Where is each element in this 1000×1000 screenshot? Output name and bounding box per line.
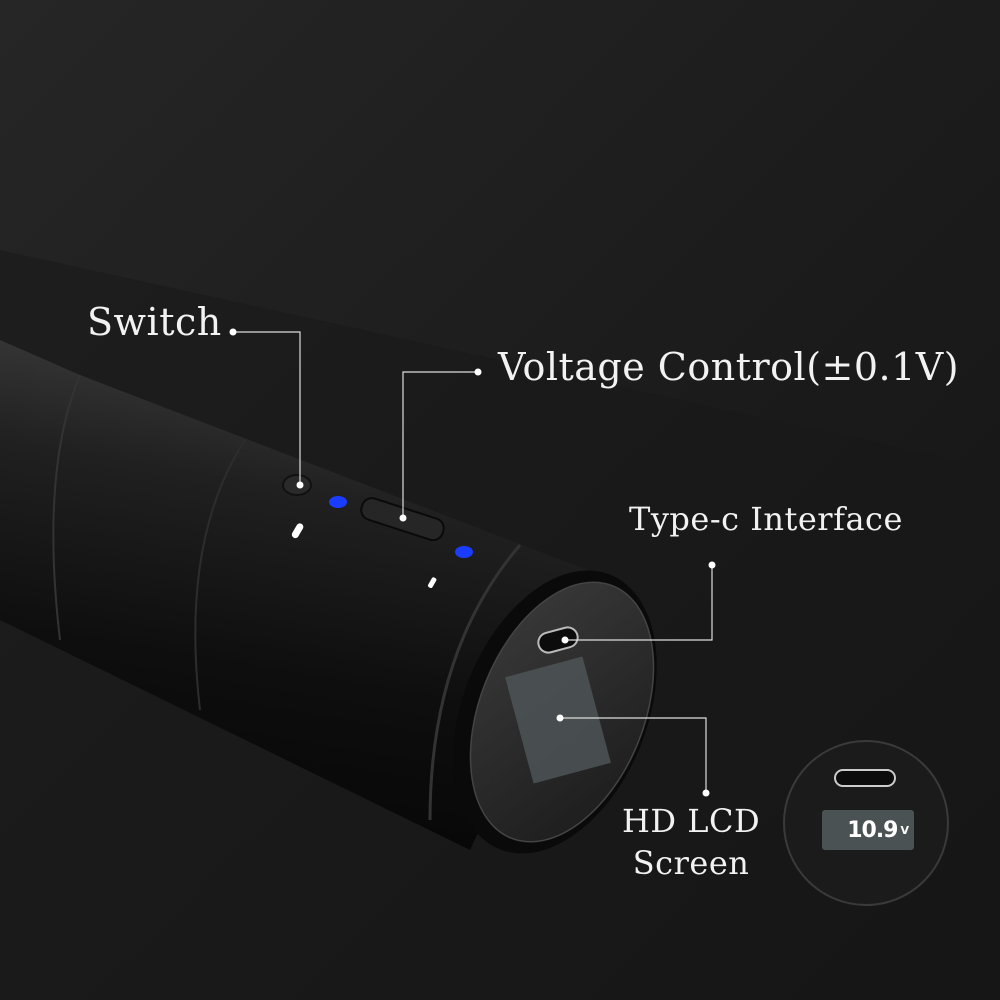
- inset-lcd-display: 10.9 V: [822, 810, 914, 850]
- indicator-led: [329, 496, 347, 508]
- lcd-label: HD LCD Screen: [622, 800, 760, 884]
- switch-label: Switch: [87, 300, 222, 344]
- minus-plus-icon: [428, 577, 437, 588]
- type-c-port: [537, 626, 579, 654]
- lcd-label-line2: Screen: [632, 844, 750, 882]
- callout-lines: [233, 331, 713, 793]
- voltage-control-label: Voltage Control(±0.1V): [498, 345, 960, 389]
- lcd-label-line1: HD LCD: [622, 802, 761, 840]
- power-icon: [291, 523, 304, 539]
- indicator-led: [455, 546, 473, 558]
- inset-type-c-port: [834, 769, 896, 787]
- type-c-label: Type-c Interface: [629, 500, 903, 538]
- lcd-unit: V: [900, 823, 908, 837]
- lcd-value: 10.9: [847, 817, 898, 843]
